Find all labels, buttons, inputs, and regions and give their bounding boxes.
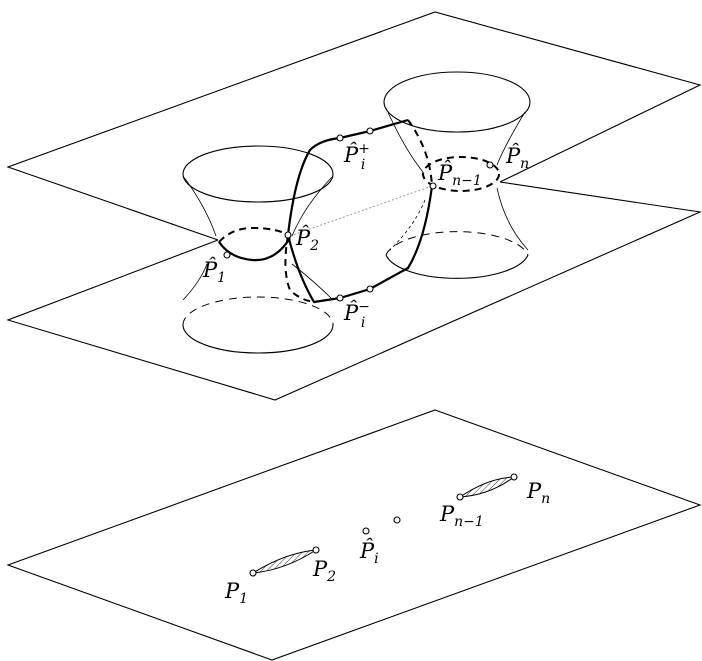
label-p1-hat: P̂1	[202, 258, 226, 286]
right-tube	[383, 71, 531, 279]
point-p1-hat	[223, 251, 231, 259]
point-p2	[312, 546, 320, 554]
top-sheet-outline	[6, 11, 702, 241]
label-pn1-hat: P̂n−1	[437, 161, 482, 189]
point-pi-minus-b	[366, 285, 374, 293]
branch-link-line	[289, 185, 433, 237]
bottom-plane	[6, 409, 702, 661]
label-pi-minus-hat: P̂−i	[343, 299, 370, 331]
label-pi-plus-hat: P̂+i	[343, 141, 370, 173]
label-pn1: Pn−1	[439, 502, 484, 530]
point-p2-hat	[284, 231, 292, 239]
point-pi-plus-b	[366, 127, 374, 135]
label-p2: P2	[312, 557, 336, 585]
left-tube	[182, 145, 334, 354]
label-p2-hat: P̂2	[295, 226, 319, 254]
point-pn-hat	[486, 161, 494, 169]
point-pi	[362, 527, 370, 535]
plane-points	[249, 473, 518, 577]
point-p1	[249, 569, 257, 577]
point-pi-minus-a	[336, 294, 344, 302]
label-pn: Pn	[526, 479, 550, 507]
point-pn1-hat	[429, 182, 437, 190]
point-extra	[393, 516, 401, 524]
point-pn	[510, 473, 518, 481]
branch-cut-pn1-pn	[458, 476, 516, 498]
middle-sheet-outline	[6, 181, 702, 401]
label-pn-hat: P̂n	[505, 144, 529, 172]
surface-points	[223, 127, 494, 302]
point-pn1	[456, 493, 464, 501]
label-p1: P1	[224, 579, 248, 607]
label-pi: P̂i	[359, 539, 379, 567]
branch-cut-p1-p2	[252, 549, 317, 574]
point-pi-plus-a	[336, 134, 344, 142]
